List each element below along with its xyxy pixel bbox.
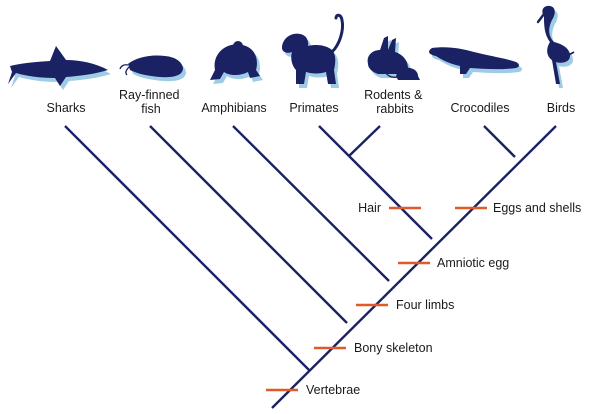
trait-label-hair: Hair <box>358 201 381 215</box>
taxon-label-sharks: Sharks <box>47 101 86 115</box>
trait-label-bony-skeleton: Bony skeleton <box>354 341 433 355</box>
shark-icon <box>8 46 111 90</box>
rabbit-and-rat-icon <box>367 36 420 80</box>
taxon-label-birds: Birds <box>547 101 575 115</box>
trait-label-vertebrae: Vertebrae <box>306 383 360 397</box>
branch-ray-finned-fish <box>149 125 348 324</box>
trait-label-amniotic-egg: Amniotic egg <box>437 256 509 270</box>
taxon-label-line: Rodents & <box>364 88 423 102</box>
branch-rodents-rabbits <box>348 125 381 157</box>
main-stem <box>271 125 557 409</box>
trait-markers <box>266 206 487 392</box>
taxon-label-line: fish <box>141 102 161 116</box>
taxon-label-ray-finned-fish: Ray-finned fish <box>119 88 183 116</box>
taxon-labels: Sharks Ray-finned fish Amphibians Primat… <box>47 88 576 116</box>
taxon-label-line: Ray-finned <box>119 88 179 102</box>
taxon-label-rodents-rabbits: Rodents & rabbits <box>364 88 426 116</box>
trait-label-four-limbs: Four limbs <box>396 298 454 312</box>
branch-crocodiles <box>483 125 516 158</box>
taxon-label-amphibians: Amphibians <box>201 101 266 115</box>
cladogram-branches <box>64 125 557 409</box>
branch-primates <box>318 125 350 157</box>
taxon-label-crocodiles: Crocodiles <box>450 101 509 115</box>
branch-amphibians <box>232 125 390 282</box>
trait-labels: Vertebrae Bony skeleton Four limbs Amnio… <box>306 201 581 397</box>
monkey-icon <box>282 13 344 88</box>
branch-sharks <box>64 125 310 371</box>
taxon-label-primates: Primates <box>289 101 338 115</box>
trait-label-eggs-and-shells: Eggs and shells <box>493 201 581 215</box>
taxon-label-line: rabbits <box>376 102 414 116</box>
frog-icon <box>210 41 263 84</box>
flamingo-icon <box>536 5 575 88</box>
fish-icon <box>119 55 186 82</box>
crocodile-icon <box>429 47 522 78</box>
branch-mammals <box>348 155 433 240</box>
